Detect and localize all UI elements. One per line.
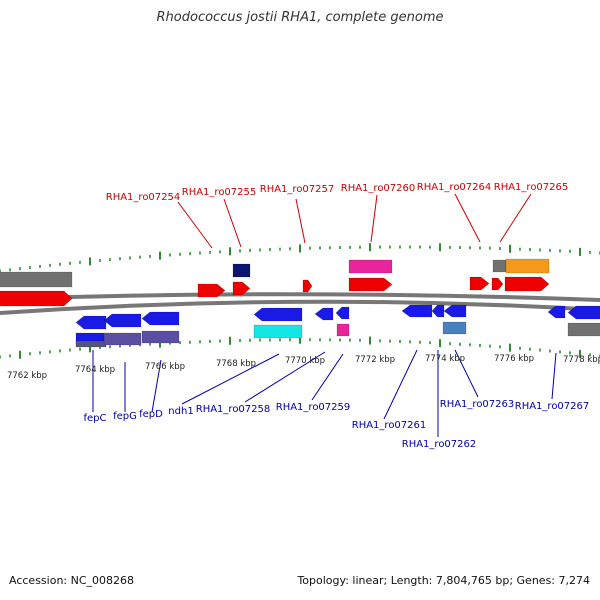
red-gene-arrow bbox=[232, 281, 251, 296]
scale-label: 7774 kbp bbox=[425, 354, 465, 364]
leader-line bbox=[244, 351, 326, 403]
gray-feature bbox=[567, 322, 600, 337]
backbone-strand-bottom bbox=[0, 299, 600, 315]
cyan-feature bbox=[253, 324, 303, 339]
blue-gene-arrow bbox=[75, 315, 107, 330]
gene-label: RHA1_ro07264 bbox=[417, 182, 492, 193]
scale-label: 7762 kbp bbox=[7, 371, 47, 381]
gene-label: RHA1_ro07260 bbox=[341, 183, 416, 194]
map-title: Rhodococcus jostii RHA1, complete genome bbox=[156, 10, 444, 25]
gray-feature bbox=[492, 259, 507, 273]
red-gene-arrow bbox=[469, 276, 490, 291]
leader-line bbox=[383, 349, 418, 420]
scale-label: 7772 kbp bbox=[355, 355, 395, 365]
blue-gene-arrow bbox=[253, 307, 303, 322]
scale-labels: 7762 kbp 7764 kbp 7766 kbp 7768 kbp 7770 kbp… bbox=[7, 354, 600, 381]
leader-line bbox=[151, 359, 162, 413]
leader-line bbox=[177, 201, 213, 249]
blue-gene-arrow bbox=[314, 307, 334, 321]
leader-line bbox=[454, 193, 481, 243]
gene-label: RHA1_ro07263 bbox=[440, 399, 515, 410]
blue-gene-arrow bbox=[431, 304, 445, 318]
purple-feature bbox=[103, 332, 142, 346]
accession-text: Accession: NC_008268 bbox=[9, 574, 135, 587]
gene-label: RHA1_ro07267 bbox=[515, 401, 590, 412]
blue-gene-arrow bbox=[567, 305, 600, 320]
gray-feature bbox=[0, 271, 73, 288]
gene-label: RHA1_ro07261 bbox=[352, 420, 427, 431]
scale-label: 7766 kbp bbox=[145, 362, 185, 372]
gene-label: RHA1_ro07254 bbox=[106, 192, 181, 203]
orange-feature bbox=[505, 258, 550, 274]
steelblue-feature bbox=[442, 321, 467, 335]
gene-label: fepC bbox=[83, 413, 106, 424]
red-gene-arrow bbox=[504, 276, 550, 292]
gene-label: RHA1_ro07257 bbox=[260, 184, 335, 195]
blue-gene-arrow bbox=[547, 305, 566, 319]
gene-label: RHA1_ro07262 bbox=[402, 439, 477, 450]
genome-backbone bbox=[0, 292, 600, 315]
blue-gene-arrow bbox=[141, 311, 180, 326]
leader-line bbox=[370, 194, 378, 243]
slate-feature bbox=[75, 340, 107, 348]
pink-feature bbox=[336, 323, 350, 337]
purple-feature bbox=[141, 330, 180, 344]
blue-gene-arrow bbox=[335, 306, 350, 320]
gene-features bbox=[0, 258, 600, 348]
leader-line bbox=[223, 198, 242, 248]
leader-line bbox=[499, 193, 532, 243]
tick-marks bbox=[0, 243, 600, 359]
gene-label: ndh1 bbox=[168, 406, 193, 417]
red-gene-arrow bbox=[0, 290, 73, 307]
label-leaders bbox=[92, 193, 557, 437]
leader-line bbox=[181, 353, 280, 405]
red-gene-arrow bbox=[197, 283, 226, 298]
gene-label: fepG bbox=[113, 411, 137, 422]
blue-gene-arrow bbox=[401, 304, 433, 318]
gene-label: RHA1_ro07259 bbox=[276, 402, 351, 413]
blue-gene-arrow bbox=[103, 313, 142, 328]
gene-label: RHA1_ro07265 bbox=[494, 182, 569, 193]
red-gene-arrow bbox=[348, 277, 393, 292]
leader-line bbox=[454, 349, 479, 398]
gene-label: RHA1_ro07258 bbox=[196, 404, 271, 415]
scale-label: 7764 kbp bbox=[75, 365, 115, 375]
scale-label: 7768 kbp bbox=[216, 359, 256, 369]
scale-label: 7778 kbp bbox=[563, 355, 600, 365]
genome-stats-text: Topology: linear; Length: 7,804,765 bp; … bbox=[297, 574, 590, 587]
gene-label: RHA1_ro07255 bbox=[182, 187, 257, 198]
leader-line bbox=[551, 352, 557, 400]
blue-gene-arrow bbox=[443, 304, 467, 318]
red-gene-arrow bbox=[302, 279, 313, 293]
leader-line bbox=[295, 198, 306, 244]
leader-line bbox=[311, 353, 344, 401]
scale-label: 7770 kbp bbox=[285, 356, 325, 366]
scale-label: 7776 kbp bbox=[494, 354, 534, 364]
navy-feature bbox=[232, 263, 251, 278]
gene-label: fepD bbox=[139, 409, 163, 420]
pink-feature bbox=[348, 259, 393, 274]
red-gene-arrow bbox=[491, 277, 504, 291]
backbone-strand-top bbox=[0, 292, 600, 302]
